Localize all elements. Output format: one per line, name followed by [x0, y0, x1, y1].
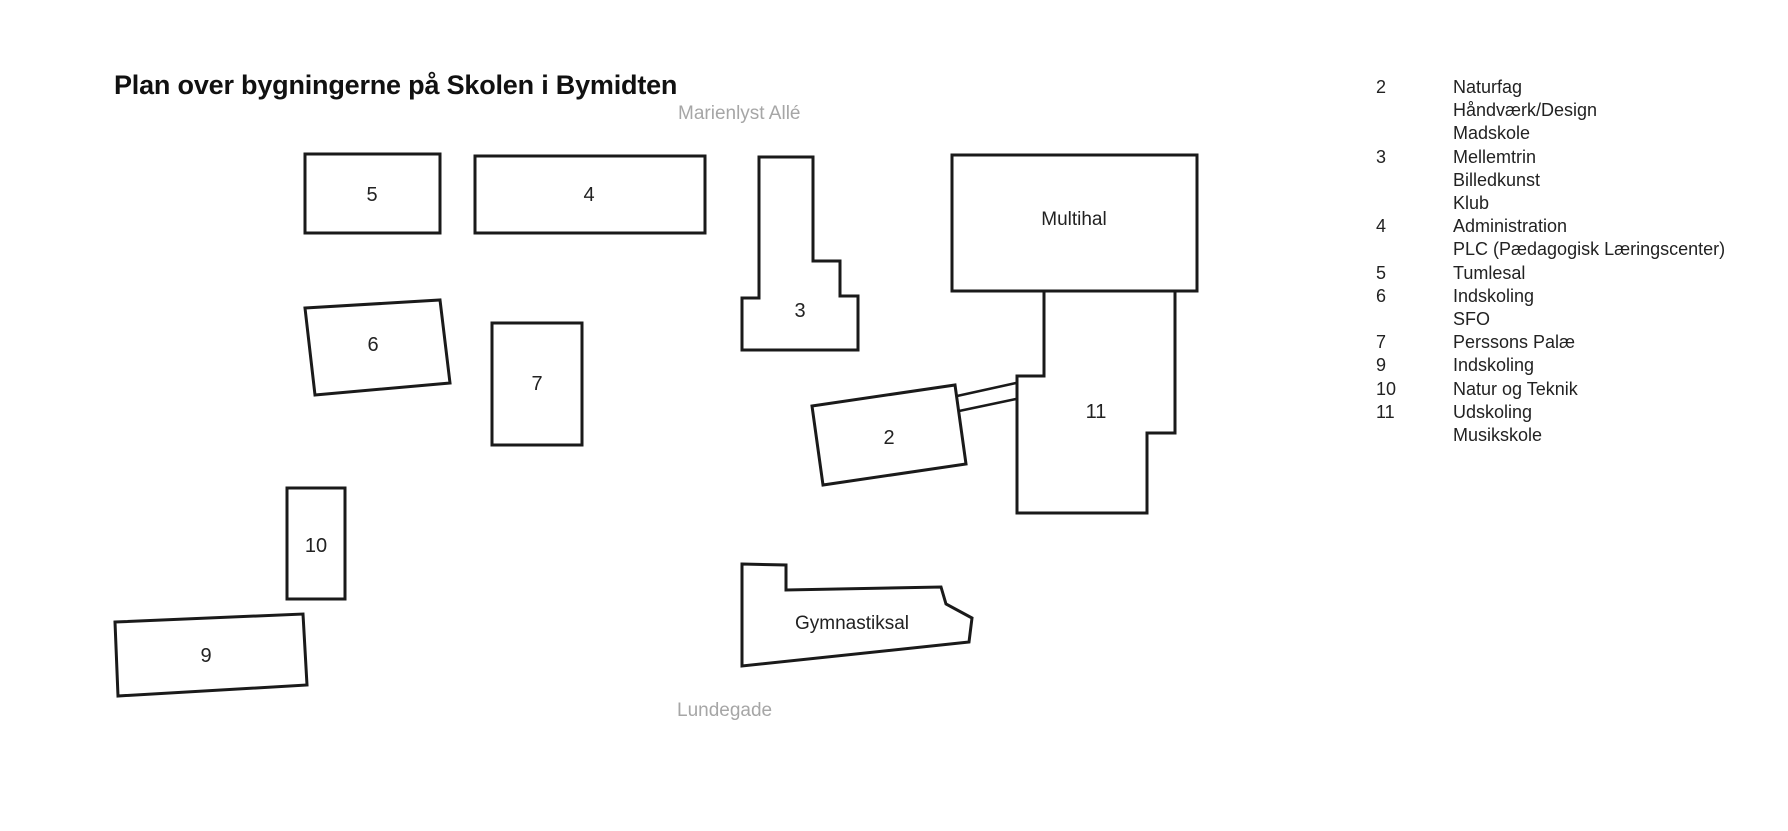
building-3-shape	[740, 155, 860, 352]
building-6-shape	[303, 298, 452, 397]
legend-item-number: 11	[1376, 401, 1395, 422]
building-4-shape	[473, 154, 707, 235]
building-2-label: 2	[883, 427, 894, 449]
legend-item-label: SFO	[1453, 309, 1491, 330]
legend-item-number: 2	[1376, 77, 1387, 97]
legend-item-label: Mellemtrin	[1453, 146, 1537, 167]
building-11-label: 11	[1086, 401, 1107, 423]
building-multihal-label: Multihal	[1041, 209, 1106, 230]
building-5-shape	[303, 152, 442, 235]
legend-item-number: 6	[1376, 285, 1387, 306]
legend-item-label: Perssons Palæ	[1453, 332, 1576, 353]
legend-item-label: Billedkunst	[1453, 169, 1541, 190]
legend-item-number: 10	[1376, 378, 1397, 399]
building-7-label: 7	[531, 373, 542, 395]
legend-item-label: Udskoling	[1453, 401, 1533, 422]
building-7-shape	[490, 321, 584, 447]
building-4-label: 4	[583, 184, 594, 206]
legend-item-label: Indskoling	[1453, 355, 1535, 376]
building-multihal-shape	[950, 153, 1199, 293]
building-9-shape	[113, 612, 309, 698]
legend-item-7: 7 Perssons Palæ	[1376, 331, 1725, 354]
legend-item-label: Madskole	[1453, 123, 1531, 144]
street-label-lundegade: Lundegade	[677, 700, 773, 721]
building-gymnastiksal-shape	[740, 562, 974, 668]
legend-item-number: 3	[1376, 146, 1387, 167]
street-label-marienlyst-alle: Marienlyst Allé	[678, 103, 801, 124]
building-5-label: 5	[366, 184, 377, 206]
page-title: Plan over bygningerne på Skolen i Bymidt…	[114, 70, 678, 100]
legend-item-label: Tumlesal	[1453, 262, 1526, 283]
legend-item-label: Administration	[1453, 216, 1568, 237]
legend-item-label: PLC (Pædagogisk Læringscenter)	[1453, 239, 1726, 260]
corridor-line-1	[956, 381, 1017, 398]
legend-item-label: Håndværk/Design	[1453, 100, 1598, 121]
legend-item-10: 10 Natur og Teknik	[1376, 378, 1725, 401]
legend-item-number: 9	[1376, 355, 1387, 376]
building-11-shape	[1015, 289, 1177, 515]
legend-item-label: Musikskole	[1453, 425, 1543, 446]
legend-item-5: 5 Tumlesal	[1376, 262, 1725, 285]
corridor-line-2	[958, 397, 1017, 413]
legend-item-9: 9 Indskoling	[1376, 354, 1725, 377]
building-2-shape	[810, 383, 968, 487]
legend-item-label: Indskoling	[1453, 285, 1535, 306]
building-3-label: 3	[794, 300, 805, 322]
legend-item-label: Naturfag	[1453, 77, 1523, 97]
building-9-label: 9	[200, 645, 211, 667]
legend-item-number: 4	[1376, 216, 1387, 237]
building-10-label: 10	[305, 535, 327, 557]
building-6-label: 6	[367, 334, 378, 356]
building-10-shape	[285, 486, 347, 601]
legend-item-label: Klub	[1453, 193, 1490, 214]
building-gymnastiksal-label: Gymnastiksal	[795, 613, 909, 634]
legend-item-number: 7	[1376, 332, 1387, 353]
legend-item-label: Natur og Teknik	[1453, 378, 1578, 399]
legend-item-number: 5	[1376, 262, 1387, 283]
